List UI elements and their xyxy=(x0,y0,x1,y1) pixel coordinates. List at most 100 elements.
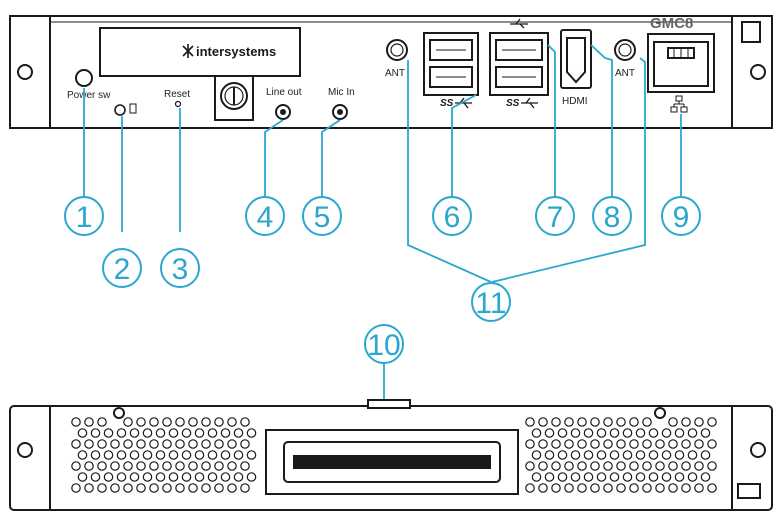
vent-hole xyxy=(551,483,561,493)
vent-hole xyxy=(609,450,620,460)
vent-hole xyxy=(116,428,127,438)
vent-hole xyxy=(564,417,574,427)
vent-hole xyxy=(531,472,542,482)
vent-hole xyxy=(90,472,101,482)
vent-hole xyxy=(240,483,250,493)
callout-4: 4 xyxy=(245,196,285,236)
callout-1: 1 xyxy=(64,196,104,236)
callout-5: 5 xyxy=(302,196,342,236)
vent-hole xyxy=(661,472,672,482)
vent-hole xyxy=(194,450,205,460)
ant-left-label: ANT xyxy=(385,68,405,79)
lan-port xyxy=(647,33,715,93)
vent-hole xyxy=(616,417,626,427)
vent-hole xyxy=(162,439,172,449)
vent-hole xyxy=(142,472,153,482)
mic-in-port: Mic In xyxy=(328,87,355,120)
vent-hole xyxy=(84,417,94,427)
vent-hole xyxy=(142,450,153,460)
vent-hole xyxy=(564,439,574,449)
vent-hole xyxy=(583,428,594,438)
vent-hole xyxy=(142,428,153,438)
vent-hole xyxy=(681,483,691,493)
rear-screw-left xyxy=(113,407,125,419)
vent-hole xyxy=(694,439,704,449)
left-mount-hole xyxy=(17,64,33,80)
vent-hole xyxy=(162,417,172,427)
vent-hole xyxy=(155,428,166,438)
vent-hole xyxy=(687,428,698,438)
vent-hole xyxy=(609,428,620,438)
vent-hole xyxy=(707,461,717,471)
vent-hole xyxy=(590,417,600,427)
right-mount-hole xyxy=(750,64,766,80)
vent-hole xyxy=(642,461,652,471)
vent-hole xyxy=(77,428,88,438)
vent-hole xyxy=(71,417,81,427)
vent-hole xyxy=(668,483,678,493)
mic-in-label: Mic In xyxy=(328,87,355,98)
vent-hole xyxy=(525,483,535,493)
vent-hole xyxy=(564,483,574,493)
vent-hole xyxy=(674,472,685,482)
vent-hole xyxy=(77,450,88,460)
callout-7: 7 xyxy=(535,196,575,236)
usb-right-label: SS xyxy=(506,98,520,109)
usb-stack-left: SS xyxy=(423,32,479,109)
vent-hole xyxy=(570,428,581,438)
vent-hole xyxy=(84,461,94,471)
callout-9: 9 xyxy=(661,196,701,236)
vent-hole xyxy=(240,439,250,449)
vent-hole xyxy=(583,472,594,482)
reset-label: Reset xyxy=(164,89,190,100)
svg-text:9: 9 xyxy=(673,201,690,234)
vent-hole xyxy=(188,483,198,493)
vent-hole xyxy=(84,483,94,493)
vent-hole xyxy=(648,472,659,482)
vent-hole xyxy=(149,439,159,449)
vent-hole xyxy=(707,417,717,427)
vent-hole xyxy=(635,472,646,482)
vent-hole xyxy=(233,450,244,460)
vent-hole xyxy=(642,417,652,427)
vent-hole xyxy=(71,439,81,449)
vent-hole xyxy=(616,483,626,493)
vent-hole xyxy=(220,428,231,438)
vent-hole xyxy=(694,417,704,427)
vent-hole xyxy=(149,417,159,427)
vent-hole xyxy=(603,417,613,427)
vent-hole xyxy=(227,417,237,427)
vent-hole xyxy=(544,428,555,438)
vent-hole xyxy=(681,417,691,427)
vent-hole xyxy=(603,483,613,493)
vent-hole xyxy=(596,450,607,460)
vent-hole xyxy=(246,472,257,482)
vent-hole xyxy=(531,450,542,460)
vent-hole xyxy=(129,472,140,482)
vent-hole xyxy=(233,428,244,438)
vent-hole xyxy=(214,417,224,427)
vent-hole xyxy=(544,450,555,460)
vent-hole xyxy=(707,483,717,493)
callout-6: 6 xyxy=(432,196,472,236)
vent-hole xyxy=(629,417,639,427)
vent-hole xyxy=(233,472,244,482)
vent-hole xyxy=(557,450,568,460)
vent-hole xyxy=(596,428,607,438)
vent-hole xyxy=(175,461,185,471)
vent-hole xyxy=(181,472,192,482)
svg-text:11: 11 xyxy=(475,287,506,320)
vent-hole xyxy=(123,417,133,427)
reset-button: Reset xyxy=(164,89,190,108)
vent-hole xyxy=(694,483,704,493)
vent-hole xyxy=(227,439,237,449)
vent-hole xyxy=(538,439,548,449)
vent-hole xyxy=(175,439,185,449)
vent-hole xyxy=(116,472,127,482)
callout-11: 11 xyxy=(471,282,511,322)
vent-hole xyxy=(577,417,587,427)
usb-symbol-icon xyxy=(510,18,528,29)
vent-hole xyxy=(622,472,633,482)
vent-hole xyxy=(642,483,652,493)
